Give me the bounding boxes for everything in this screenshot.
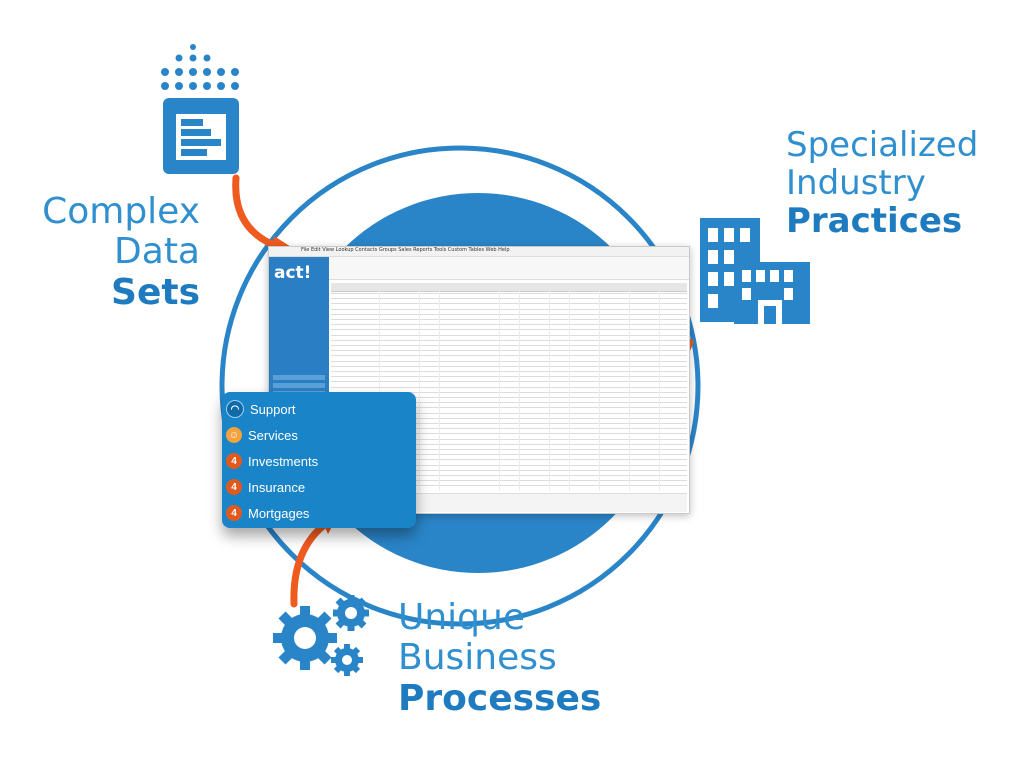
table-row xyxy=(331,303,687,305)
table-row xyxy=(331,350,687,352)
label-special-line3: Practices xyxy=(786,201,963,242)
menu-item-support[interactable]: ◠ Support xyxy=(226,398,412,420)
table-column-divider xyxy=(519,291,520,491)
headset-icon: ◠ xyxy=(226,400,244,418)
table-row xyxy=(331,443,687,445)
table-row xyxy=(331,345,687,346)
four-icon: 4 xyxy=(226,479,242,495)
table-row xyxy=(331,485,687,487)
app-menubar: File Edit View Lookup Contacts Groups Sa… xyxy=(269,247,689,257)
app-logo: act! xyxy=(274,263,312,283)
label-complex-data-sets: Complex Data Sets xyxy=(30,191,200,313)
table-row xyxy=(331,308,687,310)
four-icon: 4 xyxy=(226,505,242,521)
table-column-divider xyxy=(569,291,570,491)
menu-item-label: Insurance xyxy=(248,479,306,495)
label-unique-line1: Unique xyxy=(398,597,525,638)
arrow-complex xyxy=(232,174,286,252)
table-row xyxy=(331,423,687,424)
table-row xyxy=(331,386,687,388)
table-row xyxy=(331,412,687,414)
table-row xyxy=(331,293,687,294)
buildings-icon xyxy=(700,218,810,324)
label-unique-business-processes: Unique Business Processes xyxy=(398,597,602,719)
gears-icon xyxy=(273,595,369,676)
table-row xyxy=(331,475,687,476)
table-row xyxy=(331,407,687,409)
table-row xyxy=(331,397,687,398)
arrow-unique xyxy=(290,518,332,608)
person-icon: ☺ xyxy=(226,427,242,443)
app-nav-item xyxy=(273,375,325,380)
label-specialized-industry-practices: Specialized Industry Practices xyxy=(786,126,978,240)
table-row xyxy=(331,464,687,466)
menu-item-label: Investments xyxy=(248,453,319,469)
table-row xyxy=(331,480,687,482)
menu-item-services[interactable]: ☺ Services xyxy=(226,424,412,446)
table-row xyxy=(331,402,687,404)
outer-ring xyxy=(219,145,701,627)
table-column-divider xyxy=(499,291,500,491)
table-row xyxy=(331,449,687,450)
table-column-divider xyxy=(599,291,600,491)
table-row xyxy=(331,433,687,435)
table-row xyxy=(331,391,687,393)
table-row xyxy=(331,339,687,341)
data-sets-icon xyxy=(161,44,239,174)
app-footer xyxy=(331,493,687,512)
table-row xyxy=(331,324,687,326)
menu-item-label: Support xyxy=(250,401,296,417)
table-row xyxy=(331,459,687,461)
table-row xyxy=(331,365,687,367)
menu-item-label: Mortgages xyxy=(248,505,310,521)
label-special-line2: Industry xyxy=(786,163,926,204)
label-special-line1: Specialized xyxy=(786,125,979,165)
label-complex-line1: Complex xyxy=(42,191,200,232)
label-complex-line2: Data xyxy=(114,231,200,273)
table-row xyxy=(331,319,687,320)
table-column-divider xyxy=(629,291,630,491)
table-row xyxy=(331,454,687,456)
table-row xyxy=(331,329,687,331)
menu-item-mortgages[interactable]: 4 Mortgages xyxy=(226,502,412,524)
menu-item-investments[interactable]: 4 Investments xyxy=(226,450,412,472)
app-toolbar xyxy=(329,257,689,280)
table-row xyxy=(331,334,687,336)
table-row xyxy=(331,371,687,372)
app-menubar-text: File Edit View Lookup Contacts Groups Sa… xyxy=(301,247,510,253)
table-row xyxy=(331,469,687,471)
table-column-divider xyxy=(439,291,440,491)
table-column-divider xyxy=(379,291,380,491)
app-nav-item xyxy=(273,383,325,388)
table-row xyxy=(331,360,687,362)
table-column-divider xyxy=(549,291,550,491)
table-row xyxy=(331,313,687,315)
table-row xyxy=(331,355,687,357)
label-unique-line2: Business xyxy=(398,637,557,679)
four-icon: 4 xyxy=(226,453,242,469)
table-column-divider xyxy=(419,291,420,491)
table-row xyxy=(331,381,687,383)
menu-item-label: Services xyxy=(248,427,298,443)
table-row xyxy=(331,376,687,378)
app-grid-header xyxy=(331,283,687,292)
table-row xyxy=(331,438,687,440)
category-menu: ◠ Support ☺ Services 4 Investments 4 Ins… xyxy=(222,392,416,528)
table-row xyxy=(331,298,687,300)
label-complex-line3: Sets xyxy=(111,271,200,313)
label-unique-line3: Processes xyxy=(398,677,602,719)
menu-item-insurance[interactable]: 4 Insurance xyxy=(226,476,412,498)
table-row xyxy=(331,428,687,430)
table-row xyxy=(331,417,687,419)
table-column-divider xyxy=(659,291,660,491)
